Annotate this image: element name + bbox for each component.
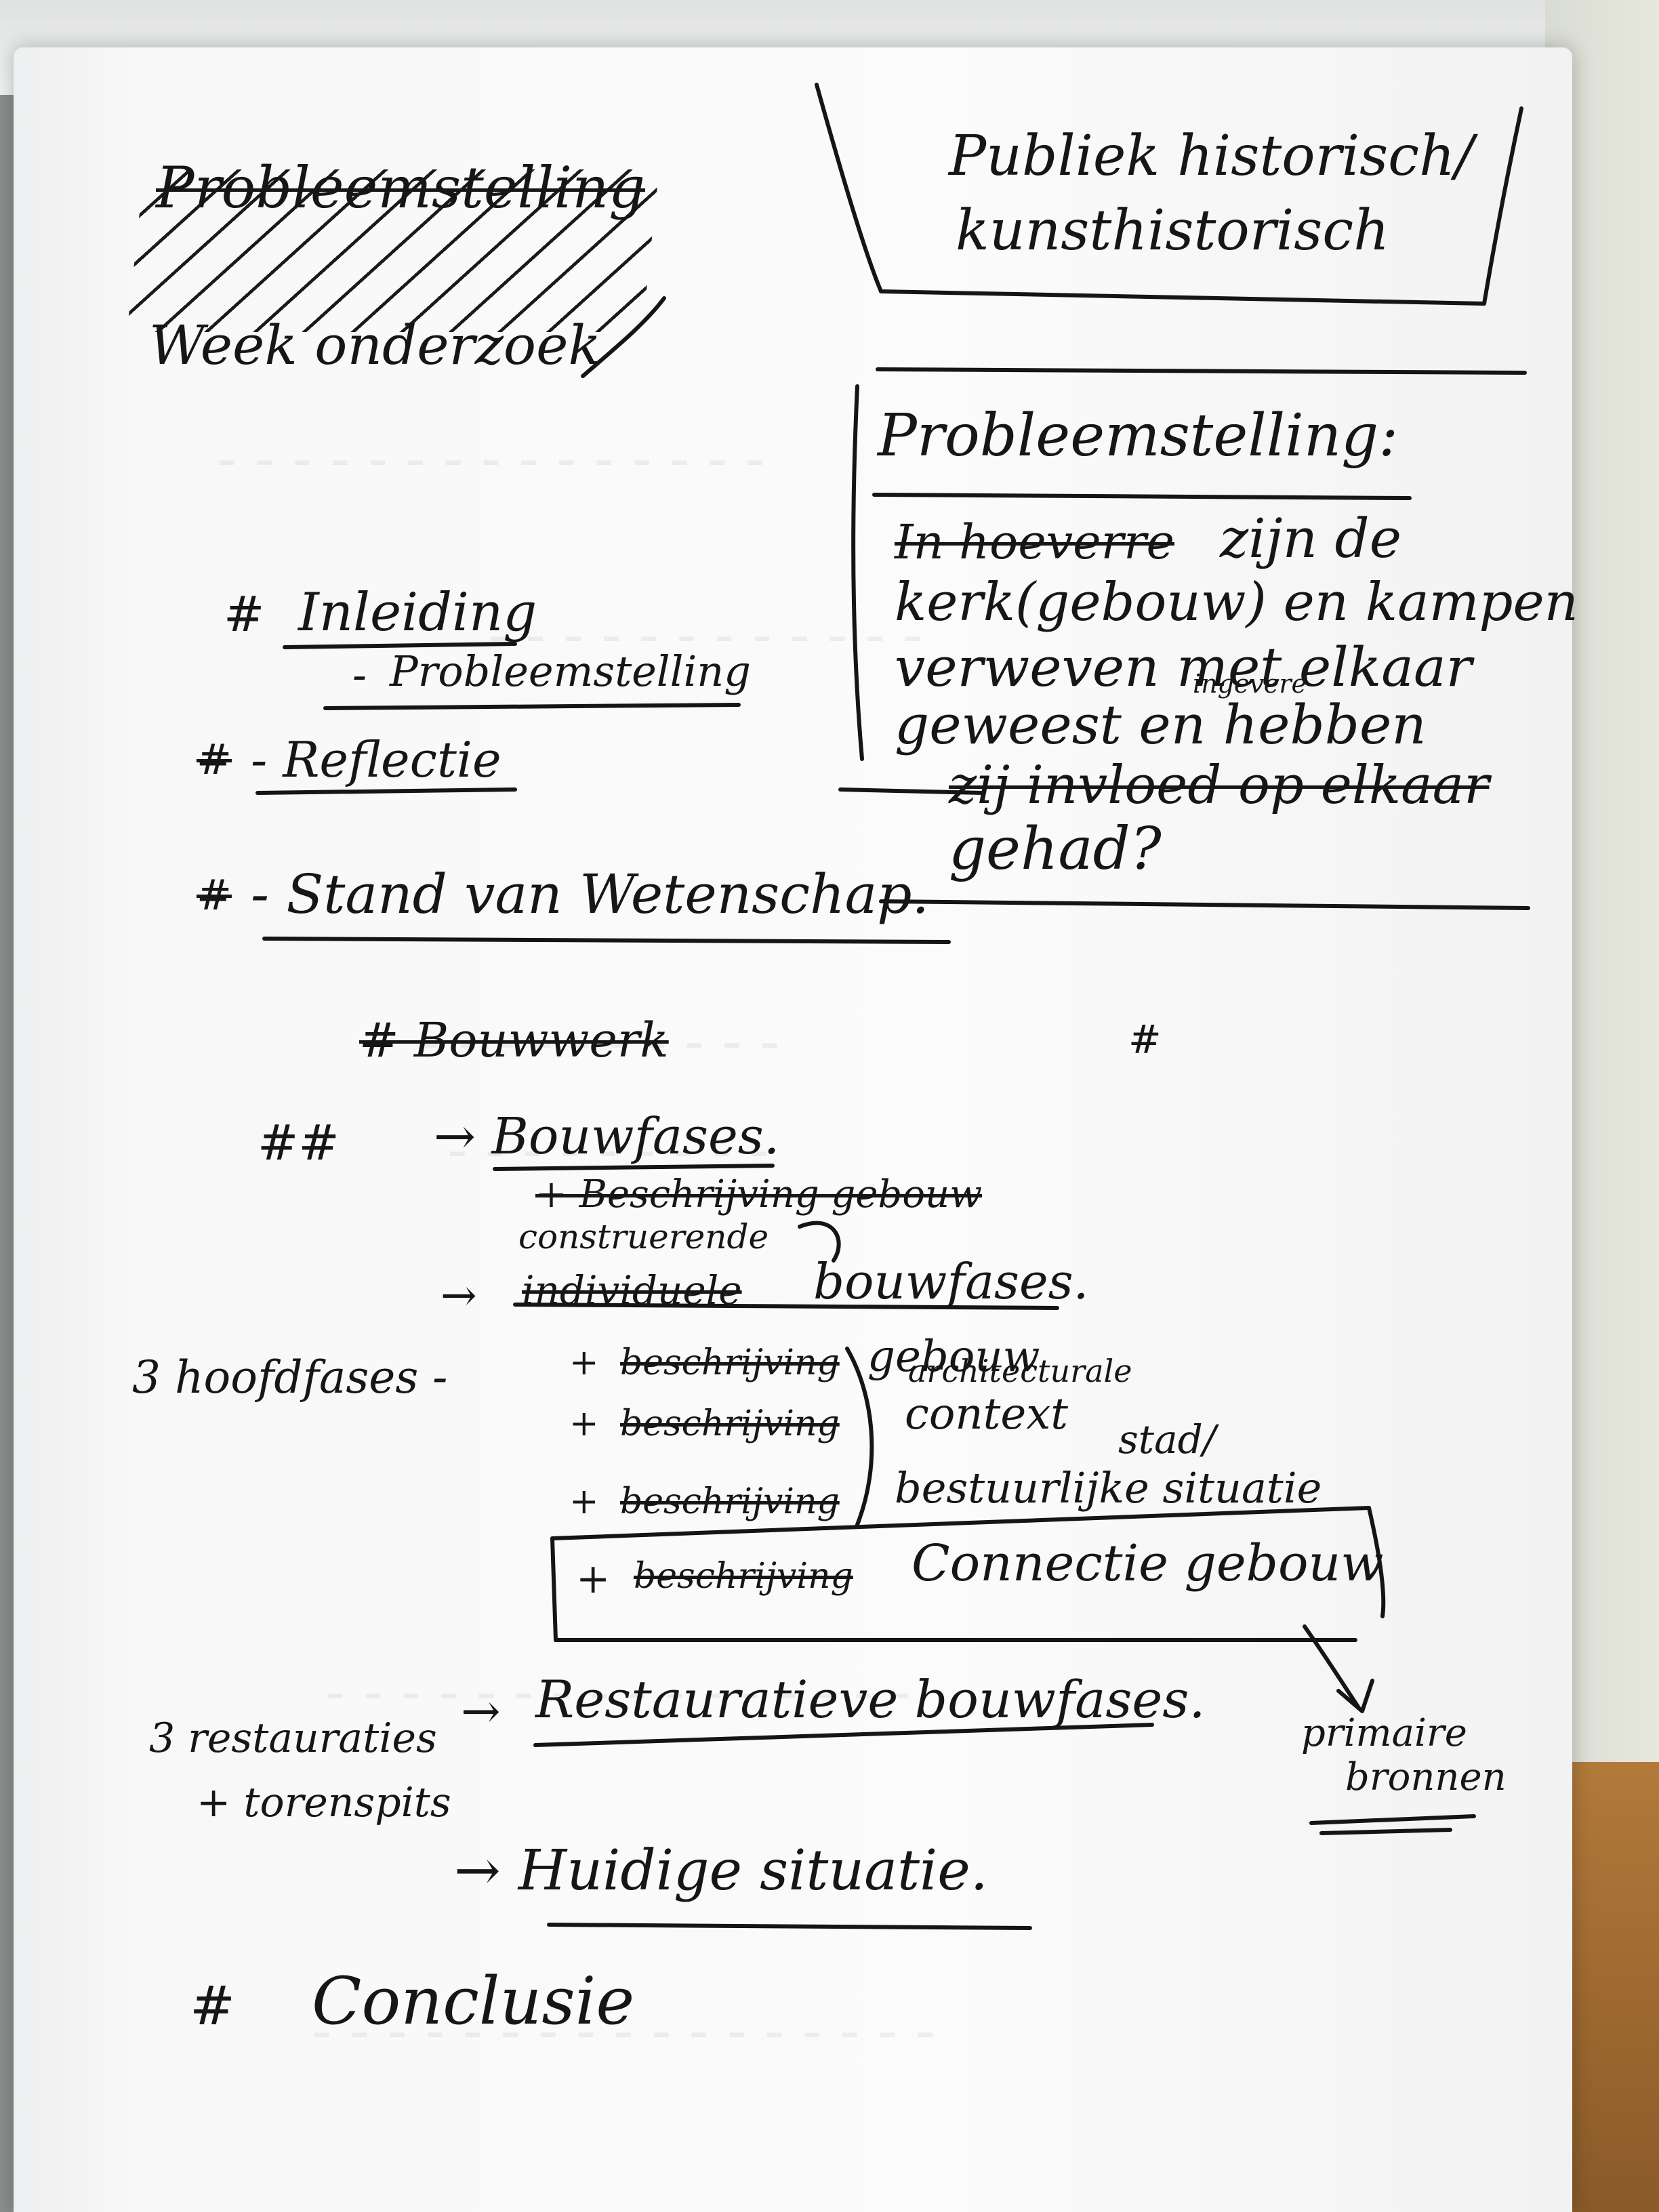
box-title-line-1: Publiek historisch/: [949, 124, 1474, 188]
bullet-marker: #: [197, 735, 232, 784]
sub-item-gebouw: gebouw: [867, 1332, 1040, 1382]
sub-item-context: context: [905, 1389, 1068, 1439]
week-label: Week onderzoek: [149, 314, 601, 377]
bouwfases-title: → Bouwfases.: [434, 1107, 780, 1166]
struck-start: In hoeverre: [895, 514, 1174, 570]
bleed-through-text: - - - - - - - - -: [447, 1118, 769, 1183]
bleed-through-text: - - - - - - - - - - - - - - - -: [325, 1660, 912, 1725]
bullet-marker: -: [352, 650, 367, 699]
sub-item-connectie-gebouw: Connectie gebouw: [912, 1534, 1384, 1593]
struck-description: + Beschrijving gebouw: [535, 1172, 983, 1216]
plus-marker: +: [569, 1481, 599, 1522]
struck-word: beschrijving: [620, 1404, 840, 1444]
question-line-2: kerk(gebouw) en kampen: [895, 572, 1578, 633]
bullet-marker: #: [197, 870, 232, 920]
question-line-3: verweven met elkaar: [895, 636, 1472, 699]
sub-item-prefix: architecturale: [908, 1353, 1132, 1389]
bouwfases-label: bouwfases.: [813, 1253, 1089, 1310]
conclusie: Conclusie: [312, 1963, 635, 2039]
plus-marker: +: [576, 1555, 611, 1603]
problem-heading: Probleemstelling:: [878, 402, 1399, 470]
flipchart-sheet: - - - - - - - - - - - - - - - - - - - - …: [14, 47, 1572, 2212]
struck-section: # Bouwwerk: [359, 1012, 669, 1068]
struck-word: beschrijving: [620, 1481, 840, 1522]
wooden-table-edge: [1559, 1762, 1659, 2212]
hash-mark: #: [1128, 1017, 1162, 1063]
outline-item-reflectie: - Reflectie: [251, 731, 501, 788]
side-note-hoofdfases: 3 hoofdfases -: [132, 1351, 448, 1404]
huidige-situatie: → Huidige situatie.: [454, 1839, 988, 1903]
struck-word: beschrijving: [620, 1343, 840, 1383]
bleed-through-text: - - - - - - - - - - - -: [488, 603, 923, 668]
outline-item-stand-van-wetenschap: - Stand van Wetenschap.: [251, 863, 929, 926]
question-line-5: gehad?: [949, 815, 1162, 883]
side-note-restauraties: 3 restauraties: [149, 1715, 437, 1762]
question-line-1: zijn de: [1220, 507, 1402, 570]
arrow-symbol: →: [461, 1683, 501, 1739]
arrow-label-bronnen: bronnen: [1345, 1755, 1507, 1799]
bleed-through-text: - - - - - - - - - - - - - - -: [217, 427, 765, 491]
insert-word: ingevere: [1193, 669, 1307, 699]
bleed-through-text: - - - - - - - - - -: [420, 1010, 780, 1074]
bullet-marker: #: [224, 586, 265, 642]
struck-word: beschrijving: [634, 1556, 853, 1597]
bleed-through-text: - - - - - - - - - - - - - - - - -: [312, 1999, 936, 2064]
side-note-torenspits: + torenspits: [197, 1779, 451, 1826]
bullet-marker: #: [190, 1974, 236, 2037]
struck-line: zij invloed op elkaar: [949, 755, 1490, 816]
outline-item-inleiding: Inleiding: [298, 582, 537, 643]
section-marker: ##: [258, 1114, 340, 1171]
outline-item-probleemstelling: Probleemstelling: [390, 647, 751, 696]
plus-marker: +: [569, 1404, 599, 1444]
crossed-heading: Probleemstelling: [156, 155, 645, 221]
question-line-4: geweest en hebben: [895, 693, 1427, 756]
restauratieve-bouwfases: Restauratieve bouwfases.: [535, 1669, 1206, 1729]
sub-item-prefix: stad/: [1118, 1416, 1216, 1462]
box-title-line-2: kunsthistorisch: [956, 199, 1390, 263]
arrow-label-primaire: primaire: [1301, 1711, 1467, 1755]
plus-marker: +: [569, 1343, 599, 1383]
construerende-label: construerende: [518, 1217, 769, 1256]
sub-item-bestuurlijke-situatie: bestuurlijke situatie: [895, 1463, 1322, 1513]
